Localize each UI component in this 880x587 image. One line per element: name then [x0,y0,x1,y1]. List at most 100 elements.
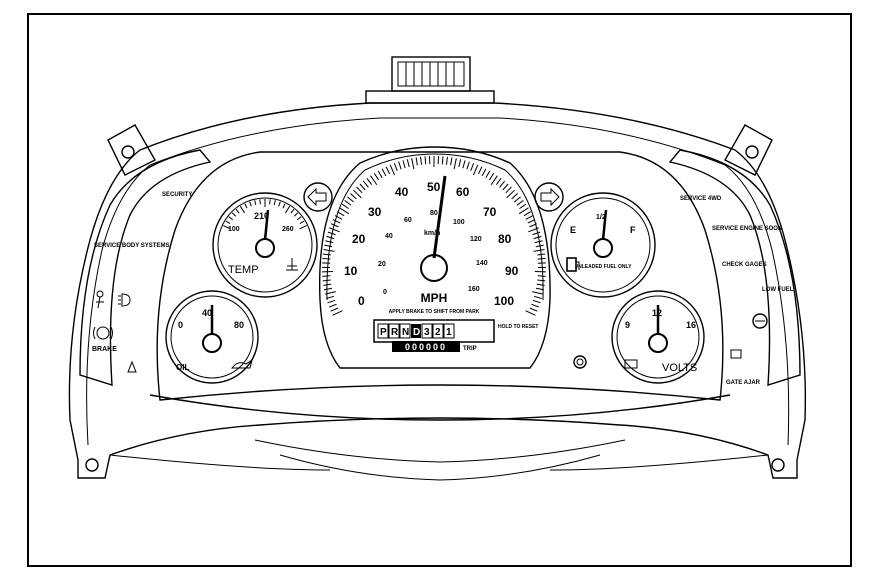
speedometer-tick [324,245,332,247]
low-fuel-icon [753,314,767,328]
trip-label: TRIP [463,346,477,352]
prndl-display: P R N D 3 2 1 000000 TRIP HOLD TO RESET [374,320,538,352]
speedometer-tick [374,173,378,180]
temp-low-label: 100 [228,226,240,233]
speedometer-tick [532,292,543,295]
speedometer-tick [463,160,465,168]
temp-gauge: 100 210 260 TEMP [213,193,317,297]
speedometer-tick [407,159,409,167]
speedometer-tick [325,241,333,243]
prndl-p: P [380,327,387,338]
speedometer-tick [350,193,356,198]
trip-reset-knob [574,356,586,368]
speedometer-tick [329,228,339,232]
mph-label-30: 30 [368,205,382,219]
security-telltale: SECURITY [162,192,192,198]
speedometer-tick [491,176,497,185]
kmh-label-120: 120 [470,236,482,243]
left-turn-signal-icon [304,183,332,211]
headlamp-icon [118,294,130,306]
fuel-full-label: F [630,225,636,235]
speedometer-tick [394,163,397,170]
speedometer-tick [331,308,338,311]
speedometer-tick [471,163,474,170]
speedometer-tick [446,157,447,165]
speedometer-tick [489,173,493,180]
speedometer-tick [416,157,417,165]
check-gages-telltale: CHECK GAGES [722,262,767,268]
service-4wd-telltale: SERVICE 4WD [680,196,722,202]
temp-tick [245,204,247,208]
temp-tick [274,200,275,205]
volts-label: VOLTS [662,362,697,374]
speedometer-tick [323,284,331,285]
gate-ajar-telltale: GATE AJAR [726,380,761,386]
fuel-empty-label: E [570,225,576,235]
prndl-2: 2 [435,327,441,338]
odometer-reading: 000000 [405,342,447,352]
kmh-label-160: 160 [468,286,480,293]
speedometer-tick [442,156,443,164]
connector [366,57,494,103]
speedometer-tick [524,212,531,216]
speedometer-tick [323,280,331,281]
oil-label: OIL [176,363,189,372]
prndl-3: 3 [424,327,430,338]
volts-gauge: 9 12 16 VOLTS [612,291,704,383]
temp-tick [270,199,271,204]
temp-tick [260,199,261,204]
speedometer-tick [526,216,533,220]
speedometer-tick [322,276,330,277]
fuel-gauge: E 1/2 F UNLEADED FUEL ONLY [551,193,655,297]
speedometer-tick [473,165,477,175]
volts-low-label: 9 [625,320,630,330]
speedometer-tick [347,197,353,202]
kmh-label-140: 140 [476,260,488,267]
mph-label-90: 90 [505,264,519,278]
brake-telltale: BRAKE [92,346,117,353]
mph-label-20: 20 [352,232,366,246]
temp-tick [255,200,256,205]
airbag-icon [96,291,104,308]
speedometer-tick [454,158,456,169]
speedometer-tick [357,187,363,193]
speedometer-tick [421,157,422,165]
prndl-1: 1 [446,327,452,338]
temp-label: TEMP [228,264,259,276]
kmh-label-0: 0 [383,289,387,296]
temp-tick [297,217,301,220]
speedometer-tick [328,300,336,302]
speedometer-tick [517,200,523,205]
mph-label-70: 70 [483,205,497,219]
temp-tick [226,221,230,224]
speedometer-tick [345,200,351,205]
speedometer-tick [482,169,486,176]
brake-icon [94,327,113,339]
temp-tick [283,204,285,208]
speedometer-tick [531,304,538,307]
speedometer-hub [421,255,447,281]
unleaded-fuel-note: UNLEADED FUEL ONLY [575,264,633,270]
speedometer-tick [412,158,414,169]
speedometer-tick [340,208,349,214]
speedometer-tick [333,220,340,223]
temp-tick [300,221,304,224]
speedometer-tick [363,181,368,187]
left-telltales: SECURITY SERVICE BODY SYSTEMS BRAKE [92,192,192,372]
kmh-label-40: 40 [385,233,393,240]
speedometer-tick [337,212,344,216]
right-telltales: SERVICE 4WD SERVICE ENGINE SOON CHECK GA… [680,196,794,386]
temp-tick [250,202,252,207]
low-fuel-telltale: LOW FUEL [762,287,794,293]
temp-high-label: 260 [282,226,294,233]
kmh-label-80: 80 [430,210,438,217]
speedometer-tick [386,167,389,174]
service-engine-soon-telltale: SERVICE ENGINE SOON [712,226,782,232]
speedometer-tick [538,258,546,259]
figure-frame [28,14,851,566]
hold-to-reset-label: HOLD TO RESET [498,324,538,330]
speedometer-tick [367,178,372,184]
speedometer-tick [324,288,332,290]
